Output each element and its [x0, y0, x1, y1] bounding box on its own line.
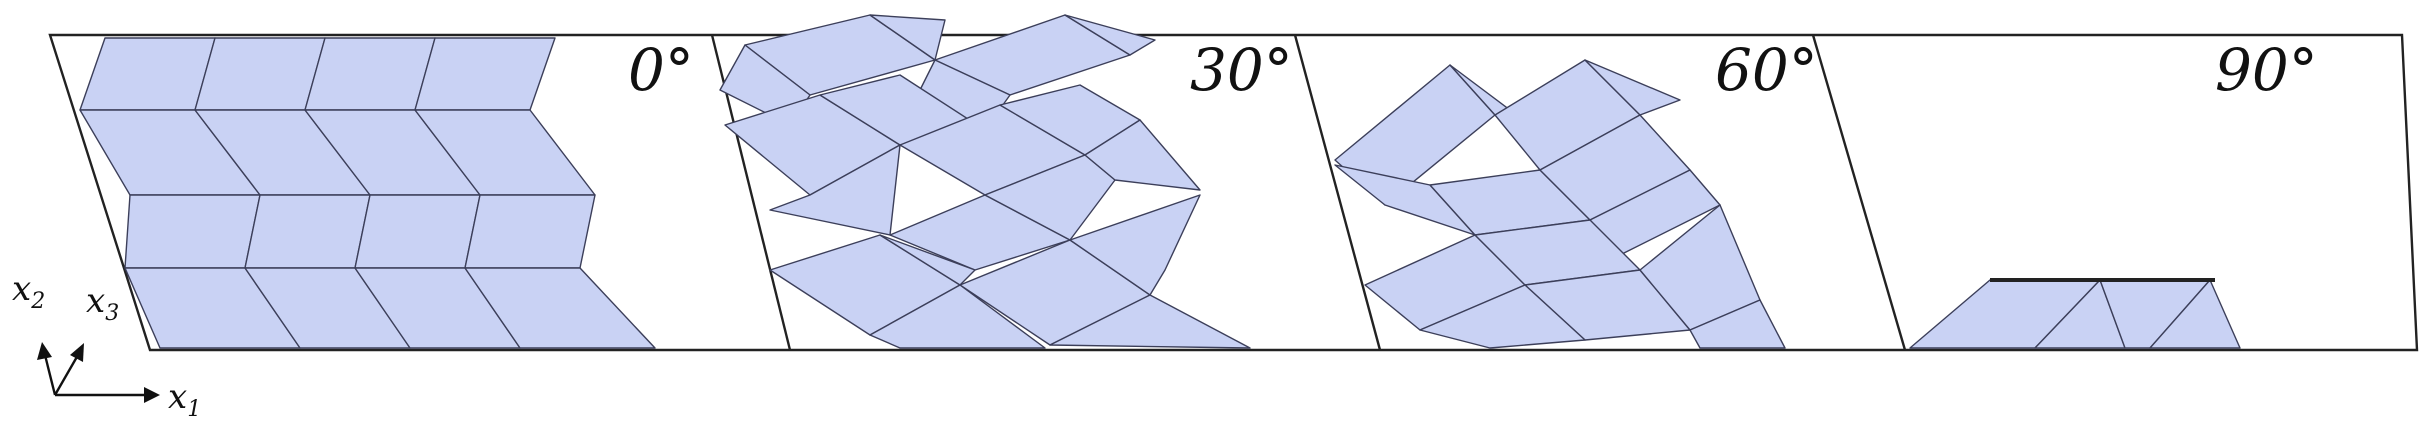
divider-60-90 [1811, 34, 1907, 351]
facet [1419, 284, 1586, 349]
panel-0deg-pattern: 0° [79, 36, 694, 349]
facet [769, 144, 901, 236]
facet [1584, 59, 1681, 116]
facet [79, 37, 216, 111]
x1-arrowhead-icon [144, 387, 160, 403]
x3-arrowhead-icon [70, 343, 84, 362]
facet [1064, 14, 1156, 56]
facet [1084, 119, 1201, 191]
facet [1069, 194, 1201, 296]
facet [124, 194, 261, 269]
x1-axis-label: x1 [168, 377, 201, 422]
facet [869, 14, 946, 61]
angle-label-0: 0° [628, 36, 694, 104]
facet [879, 234, 976, 286]
x2-axis-label: x2 [12, 269, 45, 314]
panel-90deg-pattern: 90° [1909, 36, 2318, 349]
outer-frame [48, 33, 2419, 352]
angle-label-90: 90° [2215, 36, 2318, 104]
facet [2149, 279, 2241, 349]
divider-30-60 [1293, 34, 1382, 351]
axes-triad: x1 x2 x3 [12, 269, 201, 422]
facet [869, 284, 1046, 349]
angle-label-60: 60° [1715, 36, 1818, 104]
facet [354, 194, 481, 269]
panel-30deg-pattern: 30° [719, 14, 1293, 349]
x3-axis-line [53, 354, 80, 396]
facet [304, 37, 436, 111]
facet [414, 37, 556, 111]
facet [464, 194, 596, 269]
angle-label-30: 30° [1190, 36, 1293, 104]
facet [1689, 299, 1786, 349]
facet [1049, 294, 1251, 349]
facet [464, 267, 656, 349]
facet [194, 37, 326, 111]
x2-axis-line [43, 354, 57, 396]
panel-60deg-pattern: 60° [1334, 36, 1818, 349]
facet [244, 194, 371, 269]
x3-axis-label: x3 [86, 281, 119, 326]
x2-arrowhead-icon [37, 342, 52, 360]
